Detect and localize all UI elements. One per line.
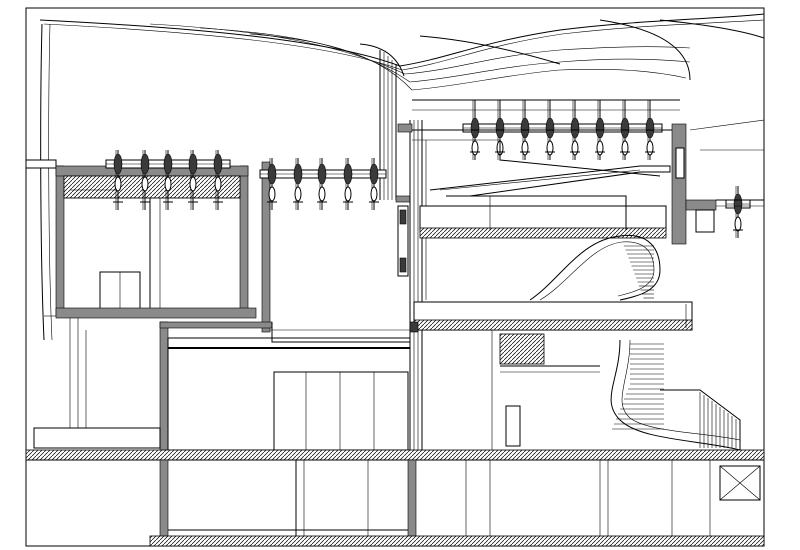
central-core xyxy=(395,99,680,455)
hanging-rod xyxy=(293,158,303,210)
hanging-rod xyxy=(113,150,123,210)
hanging-rod xyxy=(188,150,198,210)
hanging-rod xyxy=(733,186,743,238)
hanging-rod xyxy=(267,158,277,210)
hanging-rod xyxy=(317,158,327,210)
hanging-rod xyxy=(369,158,379,210)
roof-truss-row xyxy=(105,100,751,238)
basement-level xyxy=(149,459,765,547)
lower-curved-stair xyxy=(491,330,741,451)
lower-stair-treads xyxy=(612,343,737,448)
upper-balcony xyxy=(419,123,764,245)
hanging-rod xyxy=(140,150,150,210)
hanging-rod xyxy=(470,100,480,160)
ground-slab xyxy=(25,449,765,461)
curved-roof-canopy xyxy=(39,13,765,151)
mid-level-slab xyxy=(409,301,693,333)
upper-stair-treads xyxy=(624,245,654,299)
hanging-rod xyxy=(163,150,173,210)
left-upper-room xyxy=(44,161,410,333)
upper-curved-stair xyxy=(529,234,661,301)
left-curved-wall xyxy=(25,23,397,341)
hanging-rod xyxy=(343,158,353,210)
middle-lower-room xyxy=(33,318,411,453)
hanging-rod xyxy=(213,150,223,210)
